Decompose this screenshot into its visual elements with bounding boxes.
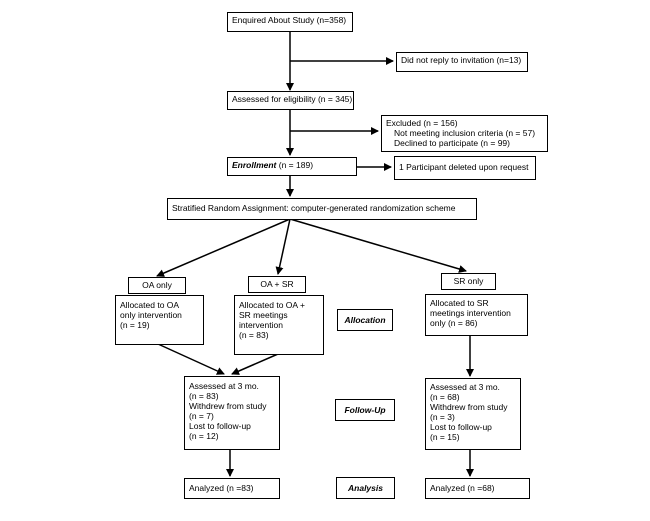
random-assignment-text: Stratified Random Assignment: computer-g… [172,203,456,213]
analyzed-left-box: Analyzed (n =83) [184,478,280,499]
followup-right-line4: (n = 3) [430,412,455,422]
alloc-sr-line2: meetings intervention [430,308,511,318]
deleted-text: 1 Participant deleted upon request [399,162,529,172]
alloc-oasr-line2: SR meetings [239,310,288,320]
excluded-declined: Declined to participate (n = 99) [394,138,510,148]
enrollment-box: Enrollment (n = 189) [227,157,357,176]
excluded-count: Excluded (n = 156) [386,118,458,128]
stage-allocation-label: Allocation [344,315,386,325]
followup-left-line2: (n = 83) [189,391,219,401]
enrollment-label: Enrollment [232,160,277,170]
alloc-oa-line3: (n = 19) [120,320,150,330]
assessed-box: Assessed for eligibility (n = 345) [227,91,354,110]
stage-analysis-label: Analysis [348,483,383,493]
alloc-sr-box: Allocated to SR meetings intervention on… [425,294,528,336]
followup-right-line5: Lost to follow-up [430,422,492,432]
enquired-text: Enquired About Study (n=358) [232,15,347,25]
analyzed-right-box: Analyzed (n =68) [425,478,530,499]
followup-left-line6: (n = 12) [189,431,219,441]
analyzed-left-text: Analyzed (n =83) [189,483,254,493]
no-reply-box: Did not reply to invitation (n=13) [396,52,528,72]
alloc-oasr-box: Allocated to OA + SR meetings interventi… [234,295,324,355]
stage-analysis-box: Analysis [336,477,395,499]
assessed-text: Assessed for eligibility (n = 345) [232,94,353,104]
arm-oa-label: OA only [142,280,172,290]
stage-followup-label: Follow-Up [344,405,386,415]
no-reply-text: Did not reply to invitation (n=13) [401,55,522,65]
stage-allocation-box: Allocation [337,309,393,331]
followup-left-line5: Lost to follow-up [189,421,251,431]
alloc-sr-line1: Allocated to SR [430,298,489,308]
followup-right-line3: Withdrew from study [430,402,508,412]
alloc-oasr-line3: intervention [239,320,283,330]
alloc-sr-line3: only (n = 86) [430,318,478,328]
arm-sr-box: SR only [441,273,496,290]
enrollment-count: (n = 189) [276,160,314,170]
excluded-criteria: Not meeting inclusion criteria (n = 57) [394,128,536,138]
followup-right-box: Assessed at 3 mo. (n = 68) Withdrew from… [425,378,521,450]
analyzed-right-text: Analyzed (n =68) [430,483,495,493]
enquired-box: Enquired About Study (n=358) [227,12,353,32]
arm-oasr-box: OA + SR [248,276,306,293]
followup-right-line6: (n = 15) [430,432,460,442]
alloc-oasr-line1: Allocated to OA + [239,300,305,310]
followup-left-box: Assessed at 3 mo. (n = 83) Withdrew from… [184,376,280,450]
arm-oa-box: OA only [128,277,186,294]
followup-right-line2: (n = 68) [430,392,460,402]
arm-sr-label: SR only [453,276,484,286]
alloc-oasr-line4: (n = 83) [239,330,269,340]
alloc-oa-line1: Allocated to OA [120,300,180,310]
alloc-oa-line2: only intervention [120,310,182,320]
deleted-box: 1 Participant deleted upon request [394,156,536,180]
stage-followup-box: Follow-Up [335,399,395,421]
followup-left-line3: Withdrew from study [189,401,267,411]
followup-left-line1: Assessed at 3 mo. [189,381,259,391]
followup-right-line1: Assessed at 3 mo. [430,382,500,392]
followup-left-line4: (n = 7) [189,411,214,421]
alloc-oa-box: Allocated to OA only intervention (n = 1… [115,295,204,345]
excluded-box: Excluded (n = 156) Not meeting inclusion… [381,115,548,152]
random-assignment-box: Stratified Random Assignment: computer-g… [167,198,477,220]
arm-oasr-label: OA + SR [260,279,294,289]
